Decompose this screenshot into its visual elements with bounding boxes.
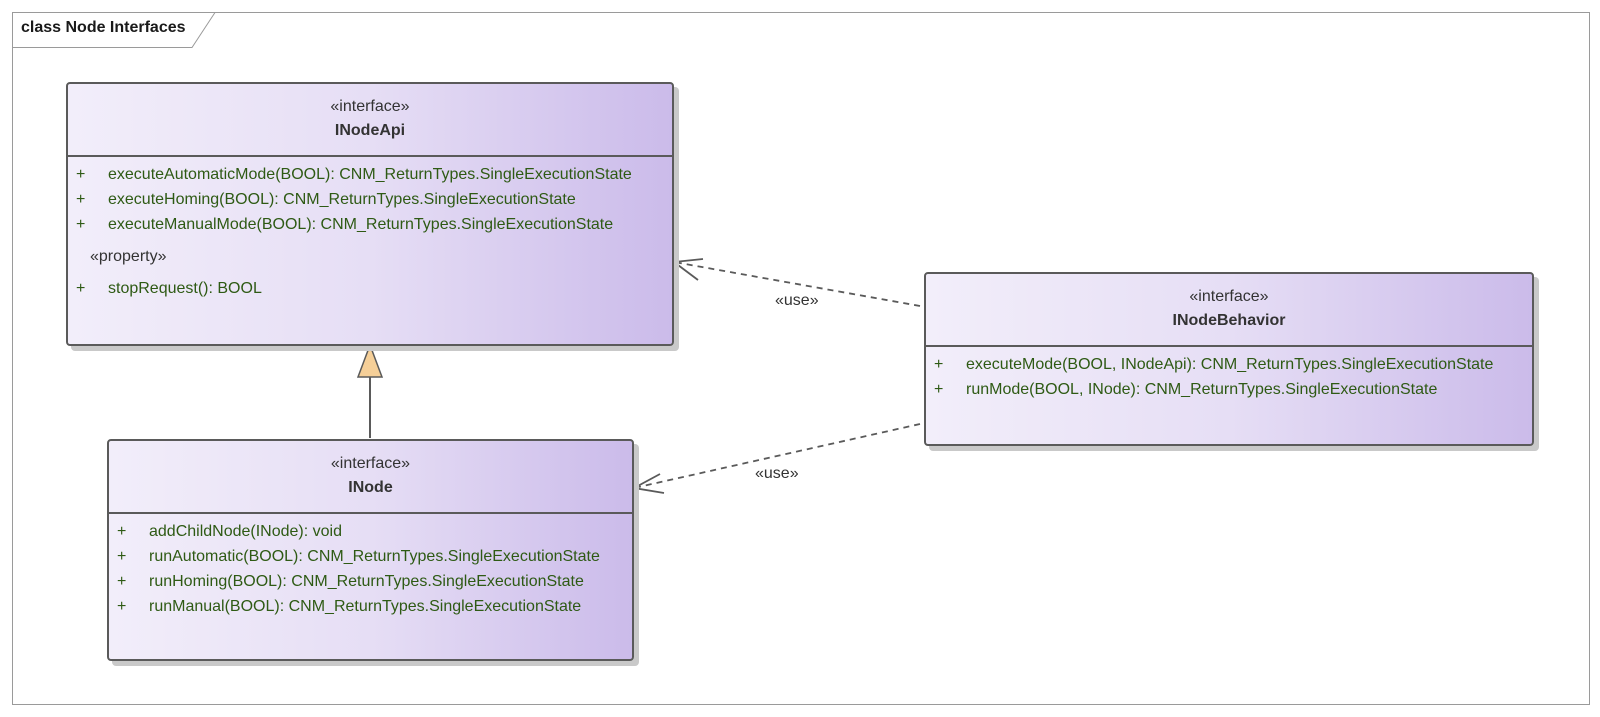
visibility-marker: +: [76, 216, 86, 233]
property-row: + stopRequest(): BOOL: [76, 280, 672, 305]
visibility-marker: +: [117, 573, 127, 590]
use-dependency-inode-line: [633, 423, 921, 489]
generalization-arrowhead: [356, 342, 384, 378]
frame-title: class Node Interfaces: [21, 19, 186, 36]
visibility-marker: +: [117, 523, 127, 540]
visibility-marker: +: [117, 598, 127, 615]
method-signature: runMode(BOOL, INode): CNM_ReturnTypes.Si…: [966, 381, 1438, 398]
frame-tab-outline: [12, 12, 216, 48]
class-inode-name: INode: [348, 479, 393, 496]
use-dependency-inodeapi-line: [673, 261, 921, 307]
class-inodeapi[interactable]: «interface» INodeApi + executeAutomaticM…: [66, 82, 674, 346]
method-signature: executeMode(BOOL, INodeApi): CNM_ReturnT…: [966, 356, 1494, 373]
method-signature: executeManualMode(BOOL): CNM_ReturnTypes…: [108, 216, 614, 233]
method-signature: executeAutomaticMode(BOOL): CNM_ReturnTy…: [108, 166, 632, 183]
visibility-marker: +: [76, 191, 86, 208]
use-dependency-inode-arrowhead: [631, 473, 665, 494]
visibility-marker: +: [934, 381, 944, 398]
class-inodebehavior-header: «interface» INodeBehavior: [926, 274, 1532, 347]
class-inodeapi-stereotype: «interface»: [330, 98, 410, 115]
method-row: + runMode(BOOL, INode): CNM_ReturnTypes.…: [934, 381, 1532, 406]
class-inodebehavior-name: INodeBehavior: [1172, 312, 1286, 329]
use-dependency-inodeapi-arrowhead: [671, 258, 704, 281]
class-inode-header: «interface» INode: [109, 441, 632, 514]
class-inodebehavior-stereotype: «interface»: [1189, 288, 1269, 305]
method-row: + executeAutomaticMode(BOOL): CNM_Return…: [76, 166, 672, 191]
class-inodeapi-name: INodeApi: [334, 122, 406, 139]
class-inode-stereotype: «interface»: [330, 455, 411, 472]
visibility-marker: +: [76, 280, 86, 297]
class-inode[interactable]: «interface» INode + addChildNode(INode):…: [107, 439, 634, 661]
use-label-inodeapi: «use»: [775, 292, 819, 309]
class-inodeapi-members: + executeAutomaticMode(BOOL): CNM_Return…: [68, 157, 672, 305]
property-section-label: «property»: [90, 248, 167, 265]
method-signature: runHoming(BOOL): CNM_ReturnTypes.SingleE…: [149, 573, 584, 590]
method-signature: executeHoming(BOOL): CNM_ReturnTypes.Sin…: [108, 191, 576, 208]
method-row: + runManual(BOOL): CNM_ReturnTypes.Singl…: [117, 598, 632, 623]
class-inodebehavior[interactable]: «interface» INodeBehavior + executeMode(…: [924, 272, 1534, 446]
class-inodebehavior-members: + executeMode(BOOL, INodeApi): CNM_Retur…: [926, 347, 1532, 406]
method-row: + executeManualMode(BOOL): CNM_ReturnTyp…: [76, 216, 672, 241]
method-signature: addChildNode(INode): void: [149, 523, 342, 540]
method-row: + executeHoming(BOOL): CNM_ReturnTypes.S…: [76, 191, 672, 216]
visibility-marker: +: [934, 356, 944, 373]
visibility-marker: +: [117, 548, 127, 565]
method-row: + executeMode(BOOL, INodeApi): CNM_Retur…: [934, 356, 1532, 381]
frame-title-tab: class Node Interfaces: [12, 12, 220, 48]
use-label-inode: «use»: [755, 465, 799, 482]
method-signature: runManual(BOOL): CNM_ReturnTypes.SingleE…: [149, 598, 582, 615]
class-inode-members: + addChildNode(INode): void + runAutomat…: [109, 514, 632, 623]
class-inodeapi-header: «interface» INodeApi: [68, 84, 672, 157]
method-row: + runAutomatic(BOOL): CNM_ReturnTypes.Si…: [117, 548, 632, 573]
method-row: + addChildNode(INode): void: [117, 523, 632, 548]
diagram-frame: [12, 12, 1590, 705]
visibility-marker: +: [76, 166, 86, 183]
method-signature: runAutomatic(BOOL): CNM_ReturnTypes.Sing…: [149, 548, 600, 565]
method-row: + runHoming(BOOL): CNM_ReturnTypes.Singl…: [117, 573, 632, 598]
property-signature: stopRequest(): BOOL: [108, 280, 262, 297]
